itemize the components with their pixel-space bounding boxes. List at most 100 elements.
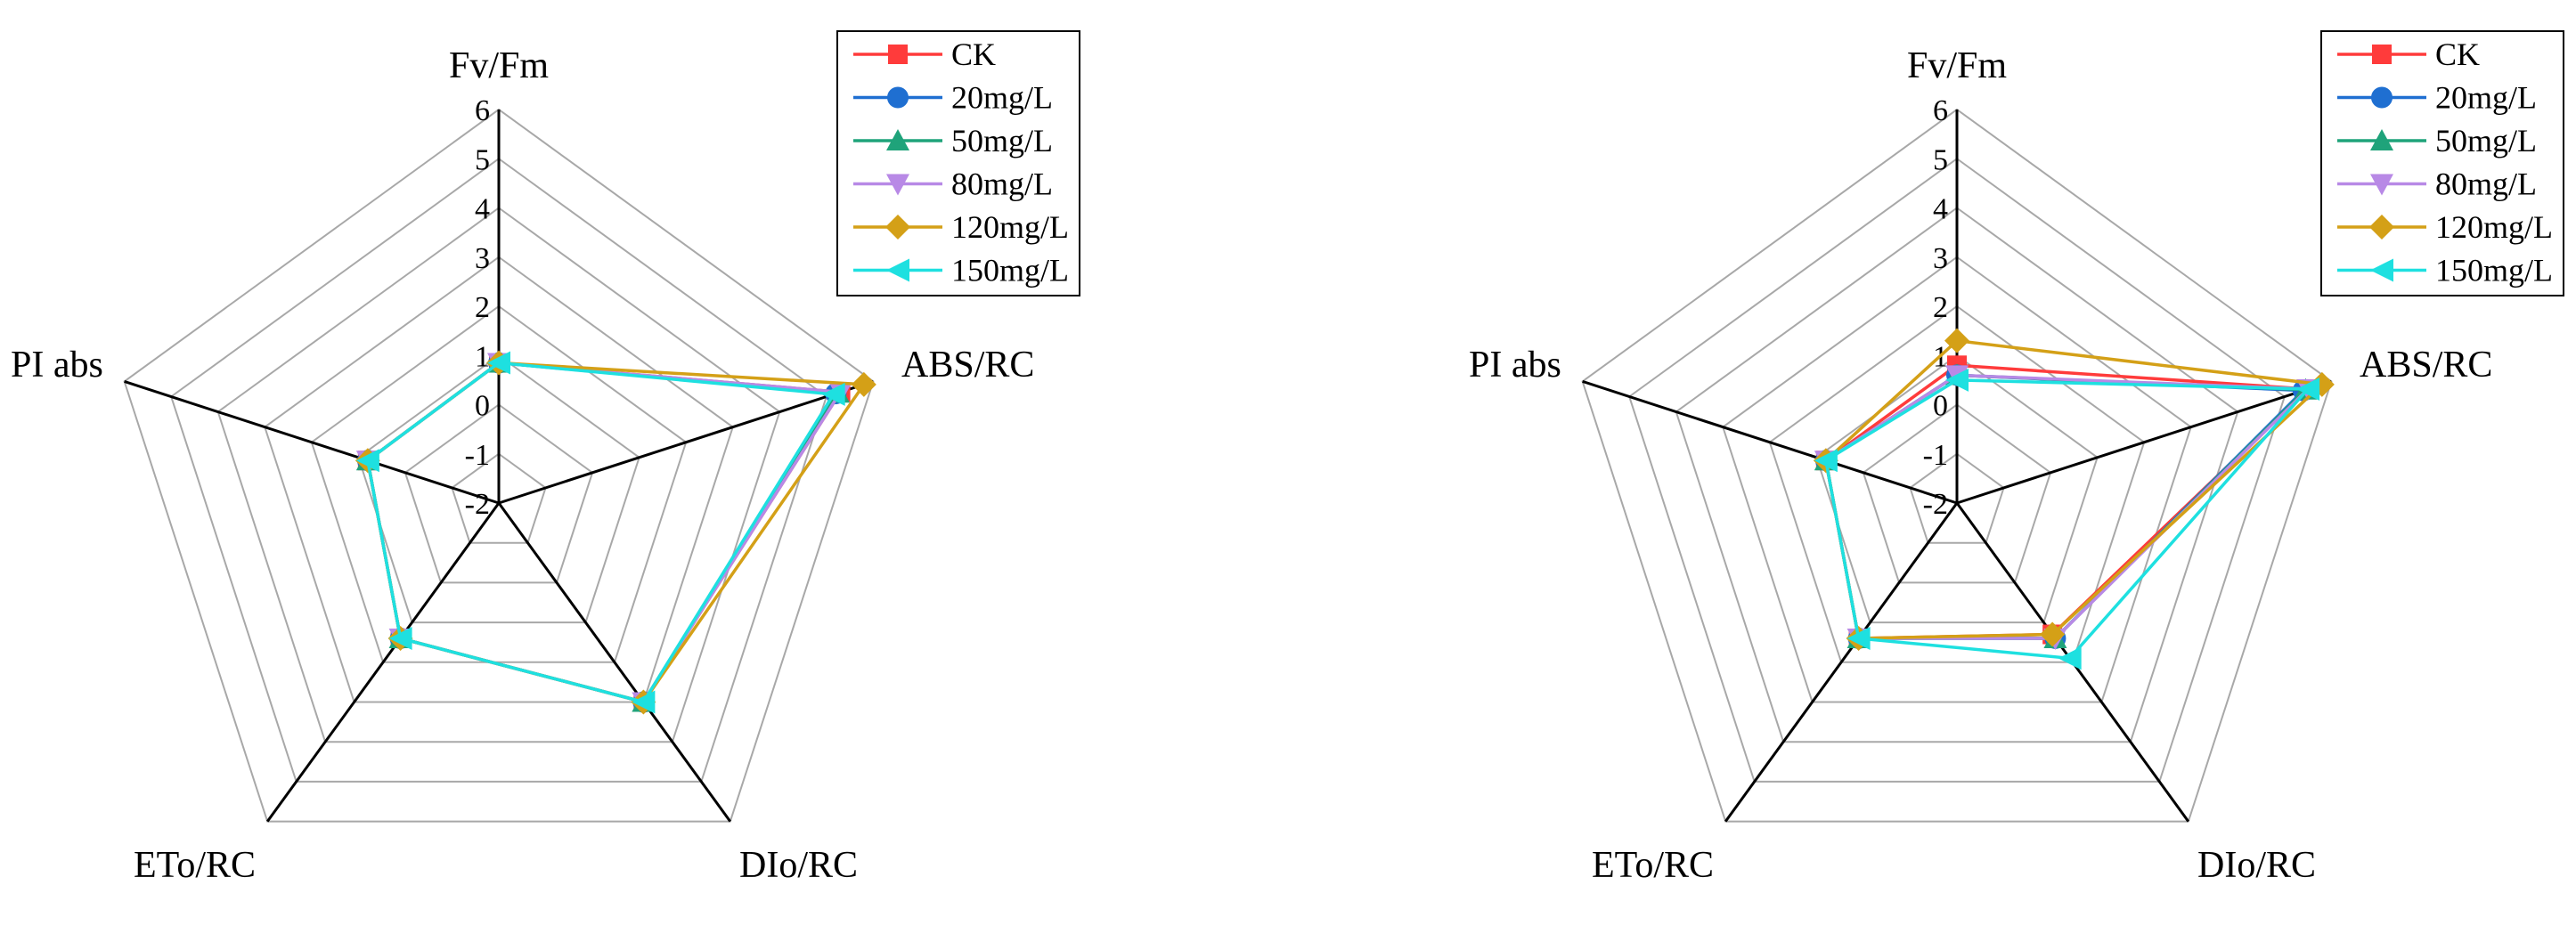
axis-spoke xyxy=(1956,379,2332,505)
legend-label: CK xyxy=(2435,37,2480,72)
tick-label: -2 xyxy=(465,488,490,521)
tick-label: -1 xyxy=(1923,439,1948,472)
grid-ring xyxy=(1768,304,2146,663)
series-group xyxy=(355,350,876,715)
legend-marker xyxy=(2372,45,2392,64)
axis-label: PI abs xyxy=(11,345,103,386)
tick-label: 6 xyxy=(475,94,490,127)
legend-marker xyxy=(2370,174,2393,196)
legend-marker xyxy=(886,129,909,150)
tick-label: 5 xyxy=(1933,143,1948,176)
tick-label: 1 xyxy=(475,340,490,373)
legend-marker xyxy=(2370,258,2393,282)
axis-spokes xyxy=(1582,110,2332,823)
tick-label: 3 xyxy=(1933,242,1948,275)
series-line xyxy=(365,361,841,704)
tick-label: 2 xyxy=(475,291,490,324)
data-point xyxy=(2040,621,2066,647)
tick-label: -1 xyxy=(465,439,490,472)
axis-spoke xyxy=(497,502,732,823)
series-line xyxy=(1823,338,2326,640)
data-point xyxy=(632,690,656,714)
series-line xyxy=(365,361,836,704)
legend-marker xyxy=(886,174,909,196)
series-CK xyxy=(357,353,851,712)
series-group xyxy=(1813,328,2335,670)
series-line xyxy=(1823,378,2311,661)
series-80mg/L xyxy=(1814,365,2320,650)
tick-label: 6 xyxy=(1933,94,1948,127)
axis-spoke xyxy=(498,379,874,505)
legend-label: 20mg/L xyxy=(951,80,1053,116)
grid-ring xyxy=(170,158,827,783)
tick-label: 5 xyxy=(475,143,490,176)
data-point xyxy=(2058,646,2082,670)
legend-marker xyxy=(2369,215,2394,240)
tick-label: 0 xyxy=(475,390,490,423)
legend-marker xyxy=(2370,129,2393,150)
axis-spoke xyxy=(124,379,500,505)
grid-ring xyxy=(451,452,547,544)
legend-box xyxy=(836,30,1080,296)
tick-label: 2 xyxy=(1933,291,1948,324)
series-line xyxy=(1823,363,2312,640)
tick-label: 4 xyxy=(1933,193,1948,226)
series-line xyxy=(365,361,868,704)
series-line xyxy=(365,361,839,704)
grid-ring xyxy=(310,304,688,663)
legend-box xyxy=(2320,30,2564,296)
grid-ring xyxy=(404,403,594,584)
data-point xyxy=(1846,626,1871,650)
axis-label: PI abs xyxy=(1469,345,1561,386)
legend-label: CK xyxy=(951,37,996,72)
legend-marker xyxy=(885,215,910,240)
legend-label: 80mg/L xyxy=(2435,166,2537,202)
axis-label: Fv/Fm xyxy=(449,45,549,86)
data-point xyxy=(355,449,379,473)
tick-label: -2 xyxy=(1923,488,1948,521)
grid-ring xyxy=(1628,158,2286,783)
data-point xyxy=(1814,449,1838,473)
legend-marker xyxy=(887,86,909,109)
legend-label: 120mg/L xyxy=(2435,209,2553,245)
series-120mg/L xyxy=(1813,328,2335,651)
axis-label: ABS/RC xyxy=(901,345,1034,386)
tick-label: 3 xyxy=(475,242,490,275)
axis-label: ETo/RC xyxy=(1592,845,1714,886)
grid-ring xyxy=(1862,403,2052,584)
axis-label: DIo/RC xyxy=(739,845,858,886)
grid-ring xyxy=(264,256,734,703)
legend-label: 120mg/L xyxy=(951,209,1069,245)
legend-marker xyxy=(2371,86,2393,109)
grid-ring xyxy=(1581,108,2333,823)
series-20mg/L xyxy=(1814,364,2314,649)
data-point xyxy=(1945,368,1969,392)
data-point xyxy=(851,371,876,397)
grid-rings xyxy=(1581,108,2333,823)
axis-label: ABS/RC xyxy=(2360,345,2492,386)
grid-ring xyxy=(1675,207,2239,743)
data-point xyxy=(1944,328,1969,353)
axis-spoke xyxy=(265,502,501,823)
data-point xyxy=(388,626,412,650)
grid-ring xyxy=(123,108,875,823)
data-point xyxy=(487,351,510,375)
legend-marker xyxy=(888,45,908,64)
legend-label: 50mg/L xyxy=(2435,123,2537,158)
axis-label: DIo/RC xyxy=(2197,845,2316,886)
axis-spokes xyxy=(124,110,874,823)
grid-ring xyxy=(1815,354,2099,624)
axis-label: ETo/RC xyxy=(134,845,256,886)
legend-label: 20mg/L xyxy=(2435,80,2537,116)
axis-spoke xyxy=(1724,502,1959,823)
